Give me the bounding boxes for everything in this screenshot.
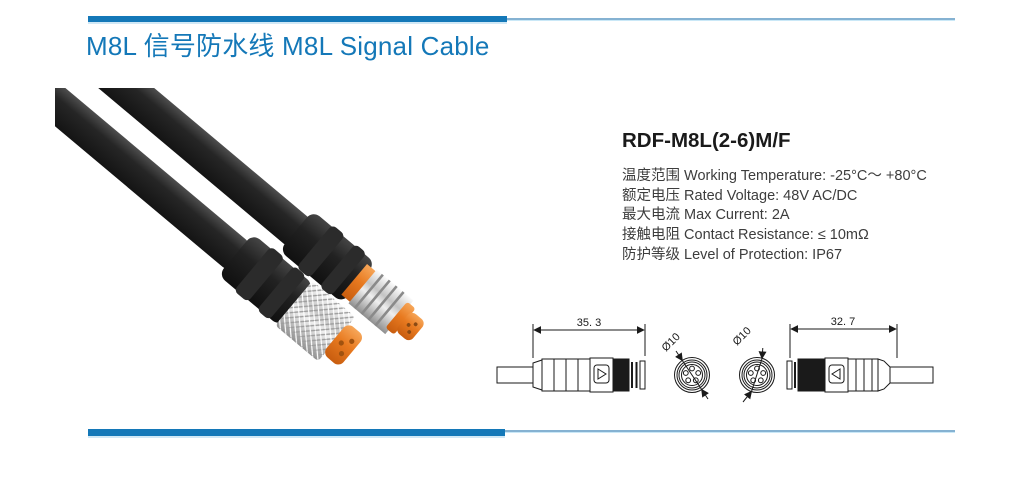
top-rule-thick — [88, 16, 507, 22]
female-length-dimension: 35. 3 — [532, 317, 646, 358]
spec-contact-resistance: 接触电阻 Contact Resistance: ≤ 10mΩ — [622, 227, 869, 244]
dimension-label-male-diameter: Ø10 — [731, 325, 754, 348]
cable-female-connector — [55, 88, 362, 365]
top-rule-thin — [507, 18, 955, 20]
dimension-label-male-length: 32. 7 — [831, 316, 855, 328]
connector-logo-icon — [831, 368, 841, 380]
dimension-label-female-diameter: Ø10 — [660, 331, 683, 354]
spec-max-current: 最大电流 Max Current: 2A — [622, 207, 790, 224]
spec-list: 温度范围 Working Temperature: -25°C～ +80°C 额… — [622, 167, 992, 266]
connector-logo-icon — [597, 368, 607, 380]
product-info: RDF-M8L(2-6)M/F 温度范围 Working Temperature… — [622, 129, 992, 266]
spec-working-temperature: 温度范围 Working Temperature: -25°C～ +80°C — [622, 168, 927, 184]
female-connector-side-view — [496, 357, 646, 393]
product-name: RDF-M8L(2-6)M/F — [622, 129, 791, 152]
cable-male-connector — [55, 88, 424, 341]
spec-protection-level: 防护等级 Level of Protection: IP67 — [622, 246, 843, 263]
bottom-rule-thick — [88, 429, 505, 436]
product-photo — [55, 88, 424, 365]
dimension-label-female-length: 35. 3 — [577, 317, 601, 329]
page-title: M8L 信号防水线 M8L Signal Cable — [86, 31, 490, 61]
dimension-drawing: 35. 3 Ø10 Ø10 — [496, 316, 934, 403]
male-connector-side-view — [786, 357, 934, 393]
male-length-dimension: 32. 7 — [789, 316, 898, 358]
male-connector-front-view: Ø10 — [731, 325, 775, 403]
bottom-rule-thin — [505, 430, 955, 432]
female-connector-front-view: Ø10 — [660, 331, 710, 400]
spec-rated-voltage: 额定电压 Rated Voltage: 48V AC/DC — [622, 187, 858, 204]
